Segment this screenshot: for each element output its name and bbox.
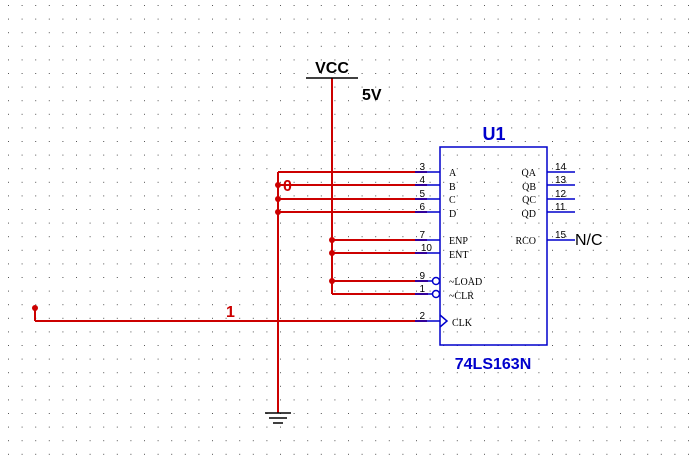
- inversion-bubble-icon: [431, 289, 441, 299]
- junctions: [32, 182, 335, 311]
- component-ref: U1: [482, 124, 505, 144]
- pin-number: 3: [419, 162, 425, 173]
- pin-number: 11: [555, 202, 566, 213]
- vcc-symbol[interactable]: VCC 5V: [306, 60, 382, 104]
- grid-dots: [8, 5, 689, 455]
- pin-number: 15: [555, 230, 567, 241]
- ground-icon[interactable]: [265, 412, 291, 424]
- pin-number: 13: [555, 175, 567, 186]
- pin-name: C: [449, 195, 456, 206]
- pin-number: 2: [419, 311, 425, 322]
- pin-number: 1: [419, 284, 425, 295]
- pin-name: RCO: [515, 236, 536, 247]
- pin-name: QD: [522, 209, 536, 220]
- pin-name: A: [449, 168, 457, 179]
- net-label-zero: 0: [283, 178, 292, 195]
- component-74ls163n[interactable]: U1 74LS163N 3 A 4 B: [415, 124, 603, 373]
- input-probe-dot[interactable]: [32, 305, 38, 311]
- pin-name: QC: [522, 195, 536, 206]
- pin-name: ~CLR: [449, 291, 474, 302]
- net-label-one: 1: [226, 304, 235, 321]
- vcc-label: VCC: [315, 60, 349, 77]
- pin-name: ENT: [449, 250, 468, 261]
- pin-number: 7: [419, 230, 425, 241]
- wires: [34, 78, 428, 413]
- pin-name: D: [449, 209, 456, 220]
- pin-number: 5: [419, 189, 425, 200]
- pin-name: ~LOAD: [449, 277, 482, 288]
- inversion-bubble-icon: [431, 276, 441, 286]
- junction-dot: [329, 237, 335, 243]
- pin-name: QB: [522, 182, 536, 193]
- pin-name: CLK: [452, 318, 473, 329]
- junction-dot: [275, 209, 281, 215]
- pin-name: QA: [522, 168, 537, 179]
- ic-body: [439, 146, 548, 346]
- pin-number: 14: [555, 162, 567, 173]
- junction-dot: [329, 278, 335, 284]
- clock-triangle-icon: [439, 314, 449, 328]
- pin-name: ENP: [449, 236, 468, 247]
- pin-number: 9: [419, 271, 425, 282]
- vcc-voltage-label: 5V: [362, 87, 382, 104]
- pin-number: 6: [419, 202, 425, 213]
- junction-dot: [275, 182, 281, 188]
- pin-number: 12: [555, 189, 567, 200]
- pin-name: B: [449, 182, 456, 193]
- component-part: 74LS163N: [455, 356, 532, 373]
- pin-number: 4: [419, 175, 425, 186]
- junction-dot: [329, 250, 335, 256]
- no-connect-label: N/C: [575, 232, 603, 249]
- pin-number: 10: [421, 243, 433, 254]
- junction-dot: [275, 196, 281, 202]
